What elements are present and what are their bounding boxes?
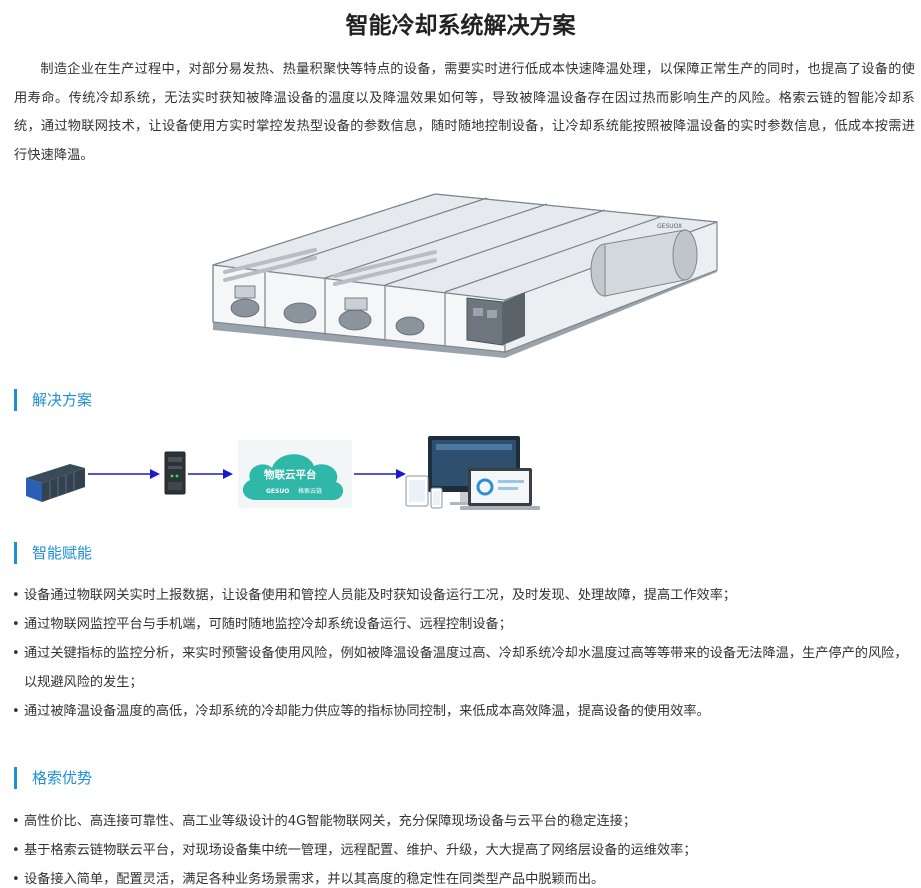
gateway-icon — [164, 451, 186, 495]
arrow-icon — [188, 469, 233, 479]
list-item: •通过被降温设备温度的高低，冷却系统的冷却能力供应等的指标协同控制，来低成本高效… — [10, 697, 915, 726]
section-solution-heading: 解决方案 — [14, 389, 92, 411]
cloud-brand-cn: 格索云链 — [298, 487, 322, 495]
arrow-icon — [354, 469, 406, 479]
section-empower-heading: 智能赋能 — [14, 542, 92, 564]
list-item: •设备通过物联网关实时上报数据，让设备使用和管控人员能及时获知设备运行工况，及时… — [10, 581, 915, 610]
bullet-icon: • — [12, 617, 20, 632]
cloud-title: 物联云平台 — [264, 468, 317, 481]
cloud-platform-icon: 物联云平台 GESUO 格索云链 — [238, 440, 352, 508]
bullet-icon: • — [12, 814, 20, 829]
arrow-icon — [88, 469, 160, 479]
intro-paragraph: 制造企业在生产过程中，对部分易发热、热量积聚快等特点的设备，需要实时进行低成本快… — [14, 62, 915, 163]
bullet-icon: • — [12, 704, 20, 719]
cloud-brand: GESUO — [266, 488, 289, 495]
architecture-flow: 物联云平台 GESUO 格索云链 — [26, 436, 540, 510]
bullet-icon: • — [12, 843, 20, 858]
list-item: •通过关键指标的监控分析，来实时预警设备使用风险，例如被降温设备温度过高、冷却系… — [10, 639, 915, 697]
advantage-list: •高性价比、高连接可靠性、高工业等级设计的4G智能物联网关，充分保障现场设备与云… — [10, 807, 915, 888]
empower-list: •设备通过物联网关实时上报数据，让设备使用和管控人员能及时获知设备运行工况，及时… — [10, 581, 915, 726]
device-container-icon — [26, 464, 85, 502]
bullet-icon: • — [12, 646, 20, 661]
page-title: 智能冷却系统解决方案 — [345, 13, 576, 39]
terminal-devices-icon — [405, 436, 540, 510]
cooling-system-image: GESUOX — [212, 193, 718, 358]
list-item: •基于格索云链物联云平台，对现场设备集中统一管理，远程配置、维护、升级，大大提高… — [10, 836, 915, 865]
section-advantage-heading: 格索优势 — [14, 767, 92, 789]
list-item: •设备接入简单，配置灵活，满足各种业务场景需求，并以其高度的稳定性在同类型产品中… — [10, 865, 915, 888]
bullet-icon: • — [12, 872, 20, 887]
list-item: •通过物联网监控平台与手机端，可随时随地监控冷却系统设备运行、远程控制设备； — [10, 610, 915, 639]
bullet-icon: • — [12, 588, 20, 603]
hero-brand-label: GESUOX — [657, 223, 682, 230]
list-item: •高性价比、高连接可靠性、高工业等级设计的4G智能物联网关，充分保障现场设备与云… — [10, 807, 915, 836]
